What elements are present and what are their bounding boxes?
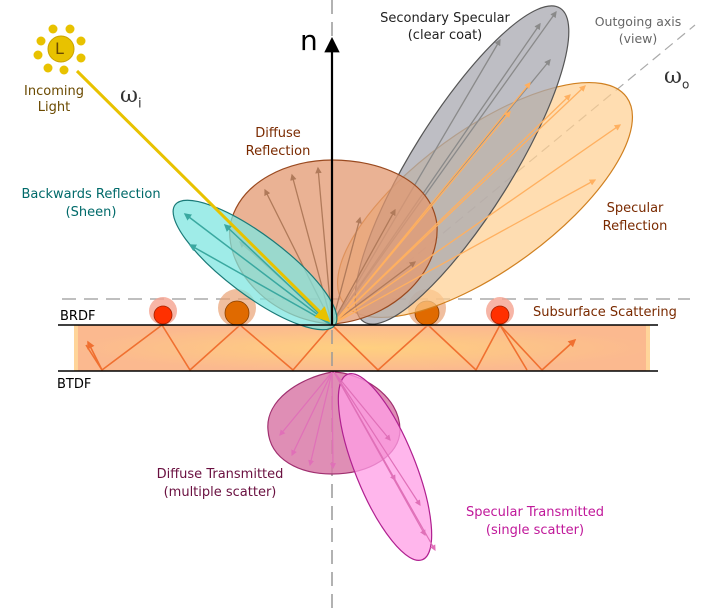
omega-o-label: ωo [664,64,690,92]
btdf-label: BTDF [57,377,92,392]
material-layer [74,325,650,371]
diffuse-transmitted-label: Diffuse Transmitted (multiple scatter) [156,467,284,500]
light-letter: L [55,39,64,58]
outgoing-axis-line [331,24,696,326]
brdf-label: BRDF [60,309,96,324]
subsurface-scattering-label: Subsurface Scattering [533,305,677,320]
normal-label: n [300,24,318,57]
light-source-icon [33,24,86,75]
specular-transmitted-label: Specular Transmitted (single scatter) [465,505,605,538]
incident-ray [75,69,331,323]
backwards-reflection-lobe [172,199,338,331]
specular-reflection-label: Specular Reflection [602,201,668,234]
backwards-reflection-label: Backwards Reflection (Sheen) [21,187,161,220]
secondary-specular-label: Secondary Specular (clear coat) [380,11,510,43]
specular-transmitted-lobe [333,371,436,561]
incoming-light-label: Incoming Light [24,84,84,115]
diffuse-reflection-label: Diffuse Reflection [245,126,311,159]
subsurface-path [85,323,528,372]
omega-i-label: ωi [120,83,142,112]
outgoing-axis-label: Outgoing axis (view) [594,14,682,46]
specular-reflection-arrows [332,81,622,325]
